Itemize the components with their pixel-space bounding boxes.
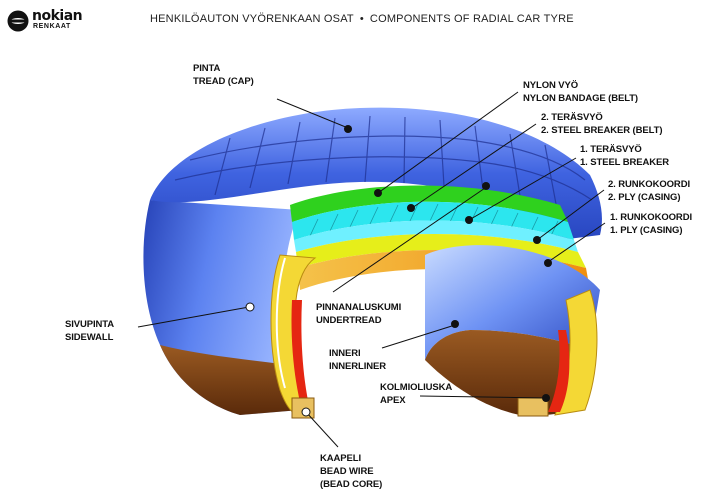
dot-tread	[344, 125, 352, 133]
dot-ply2	[533, 236, 541, 244]
dot-apex	[542, 394, 550, 402]
label-bead-fi: KAAPELI	[320, 452, 382, 465]
label-ply2-en: 2. PLY (CASING)	[608, 191, 690, 204]
label-innerliner-en: INNERLINER	[329, 360, 386, 373]
label-undertread-en: UNDERTREAD	[316, 314, 401, 327]
label-ply1-fi: 1. RUNKOKOORDI	[610, 211, 692, 224]
label-steel1-en: 1. STEEL BREAKER	[580, 156, 669, 169]
label-steel2-fi: 2. TERÄSVYÖ	[541, 111, 662, 124]
label-bead-en: BEAD WIRE	[320, 465, 382, 478]
dot-steel2	[407, 204, 415, 212]
dot-innerliner	[451, 320, 459, 328]
label-ply1-en: 1. PLY (CASING)	[610, 224, 692, 237]
label-innerliner-fi: INNERI	[329, 347, 386, 360]
label-steel2-en: 2. STEEL BREAKER (BELT)	[541, 124, 662, 137]
label-apex: KOLMIOLIUSKA APEX	[380, 381, 452, 407]
label-steel1: 1. TERÄSVYÖ 1. STEEL BREAKER	[580, 143, 669, 169]
label-nylon-fi: NYLON VYÖ	[523, 79, 638, 92]
dot-undertread	[482, 182, 490, 190]
leader-bead	[306, 412, 338, 447]
label-ply2-fi: 2. RUNKOKOORDI	[608, 178, 690, 191]
label-sidewall: SIVUPINTA SIDEWALL	[65, 318, 114, 344]
dot-ply1	[544, 259, 552, 267]
dot-bead	[302, 408, 310, 416]
label-steel2: 2. TERÄSVYÖ 2. STEEL BREAKER (BELT)	[541, 111, 662, 137]
label-steel1-fi: 1. TERÄSVYÖ	[580, 143, 669, 156]
label-ply1: 1. RUNKOKOORDI 1. PLY (CASING)	[610, 211, 692, 237]
dot-steel1	[465, 216, 473, 224]
label-nylon: NYLON VYÖ NYLON BANDAGE (BELT)	[523, 79, 638, 105]
label-undertread: PINNANALUSKUMI UNDERTREAD	[316, 301, 401, 327]
label-tread: PINTA TREAD (CAP)	[193, 62, 254, 88]
label-apex-fi: KOLMIOLIUSKA	[380, 381, 452, 394]
label-nylon-en: NYLON BANDAGE (BELT)	[523, 92, 638, 105]
label-undertread-fi: PINNANALUSKUMI	[316, 301, 401, 314]
label-bead: KAAPELI BEAD WIRE (BEAD CORE)	[320, 452, 382, 491]
label-tread-fi: PINTA	[193, 62, 254, 75]
label-bead-en-alt: (BEAD CORE)	[320, 478, 382, 491]
label-tread-en: TREAD (CAP)	[193, 75, 254, 88]
label-sidewall-en: SIDEWALL	[65, 331, 114, 344]
label-apex-en: APEX	[380, 394, 452, 407]
label-ply2: 2. RUNKOKOORDI 2. PLY (CASING)	[608, 178, 690, 204]
dot-nylon	[374, 189, 382, 197]
label-sidewall-fi: SIVUPINTA	[65, 318, 114, 331]
dot-sidewall	[246, 303, 254, 311]
label-innerliner: INNERI INNERLINER	[329, 347, 386, 373]
